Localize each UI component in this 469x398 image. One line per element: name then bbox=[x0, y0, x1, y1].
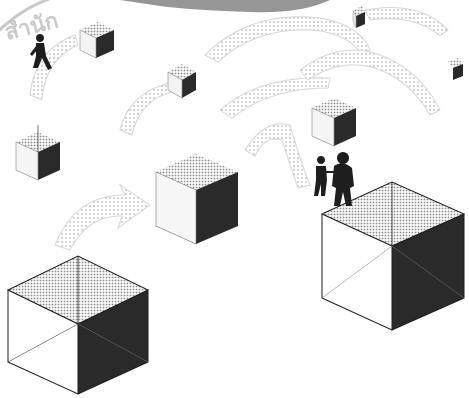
arrow-middle-arc bbox=[120, 82, 175, 135]
cube-small-top-right bbox=[353, 6, 365, 28]
top-blur-band bbox=[120, 0, 330, 12]
arrow-s-curve bbox=[245, 124, 310, 188]
cube-large-bottom-right bbox=[322, 182, 464, 330]
cube-small-far-right bbox=[448, 58, 463, 80]
cube-center-middle bbox=[156, 154, 238, 244]
arrow-top-right-arc bbox=[365, 8, 448, 37]
cube-right-center bbox=[312, 98, 356, 146]
cube-left-middle bbox=[16, 125, 60, 180]
cube-large-bottom-left bbox=[8, 256, 148, 394]
watermark-text: สำนัก bbox=[2, 8, 61, 45]
arrow-left-swoop bbox=[55, 185, 150, 250]
cube-top-left bbox=[80, 22, 114, 58]
cube-center-top bbox=[168, 64, 196, 98]
adult-and-child-walking-icon bbox=[314, 152, 354, 206]
